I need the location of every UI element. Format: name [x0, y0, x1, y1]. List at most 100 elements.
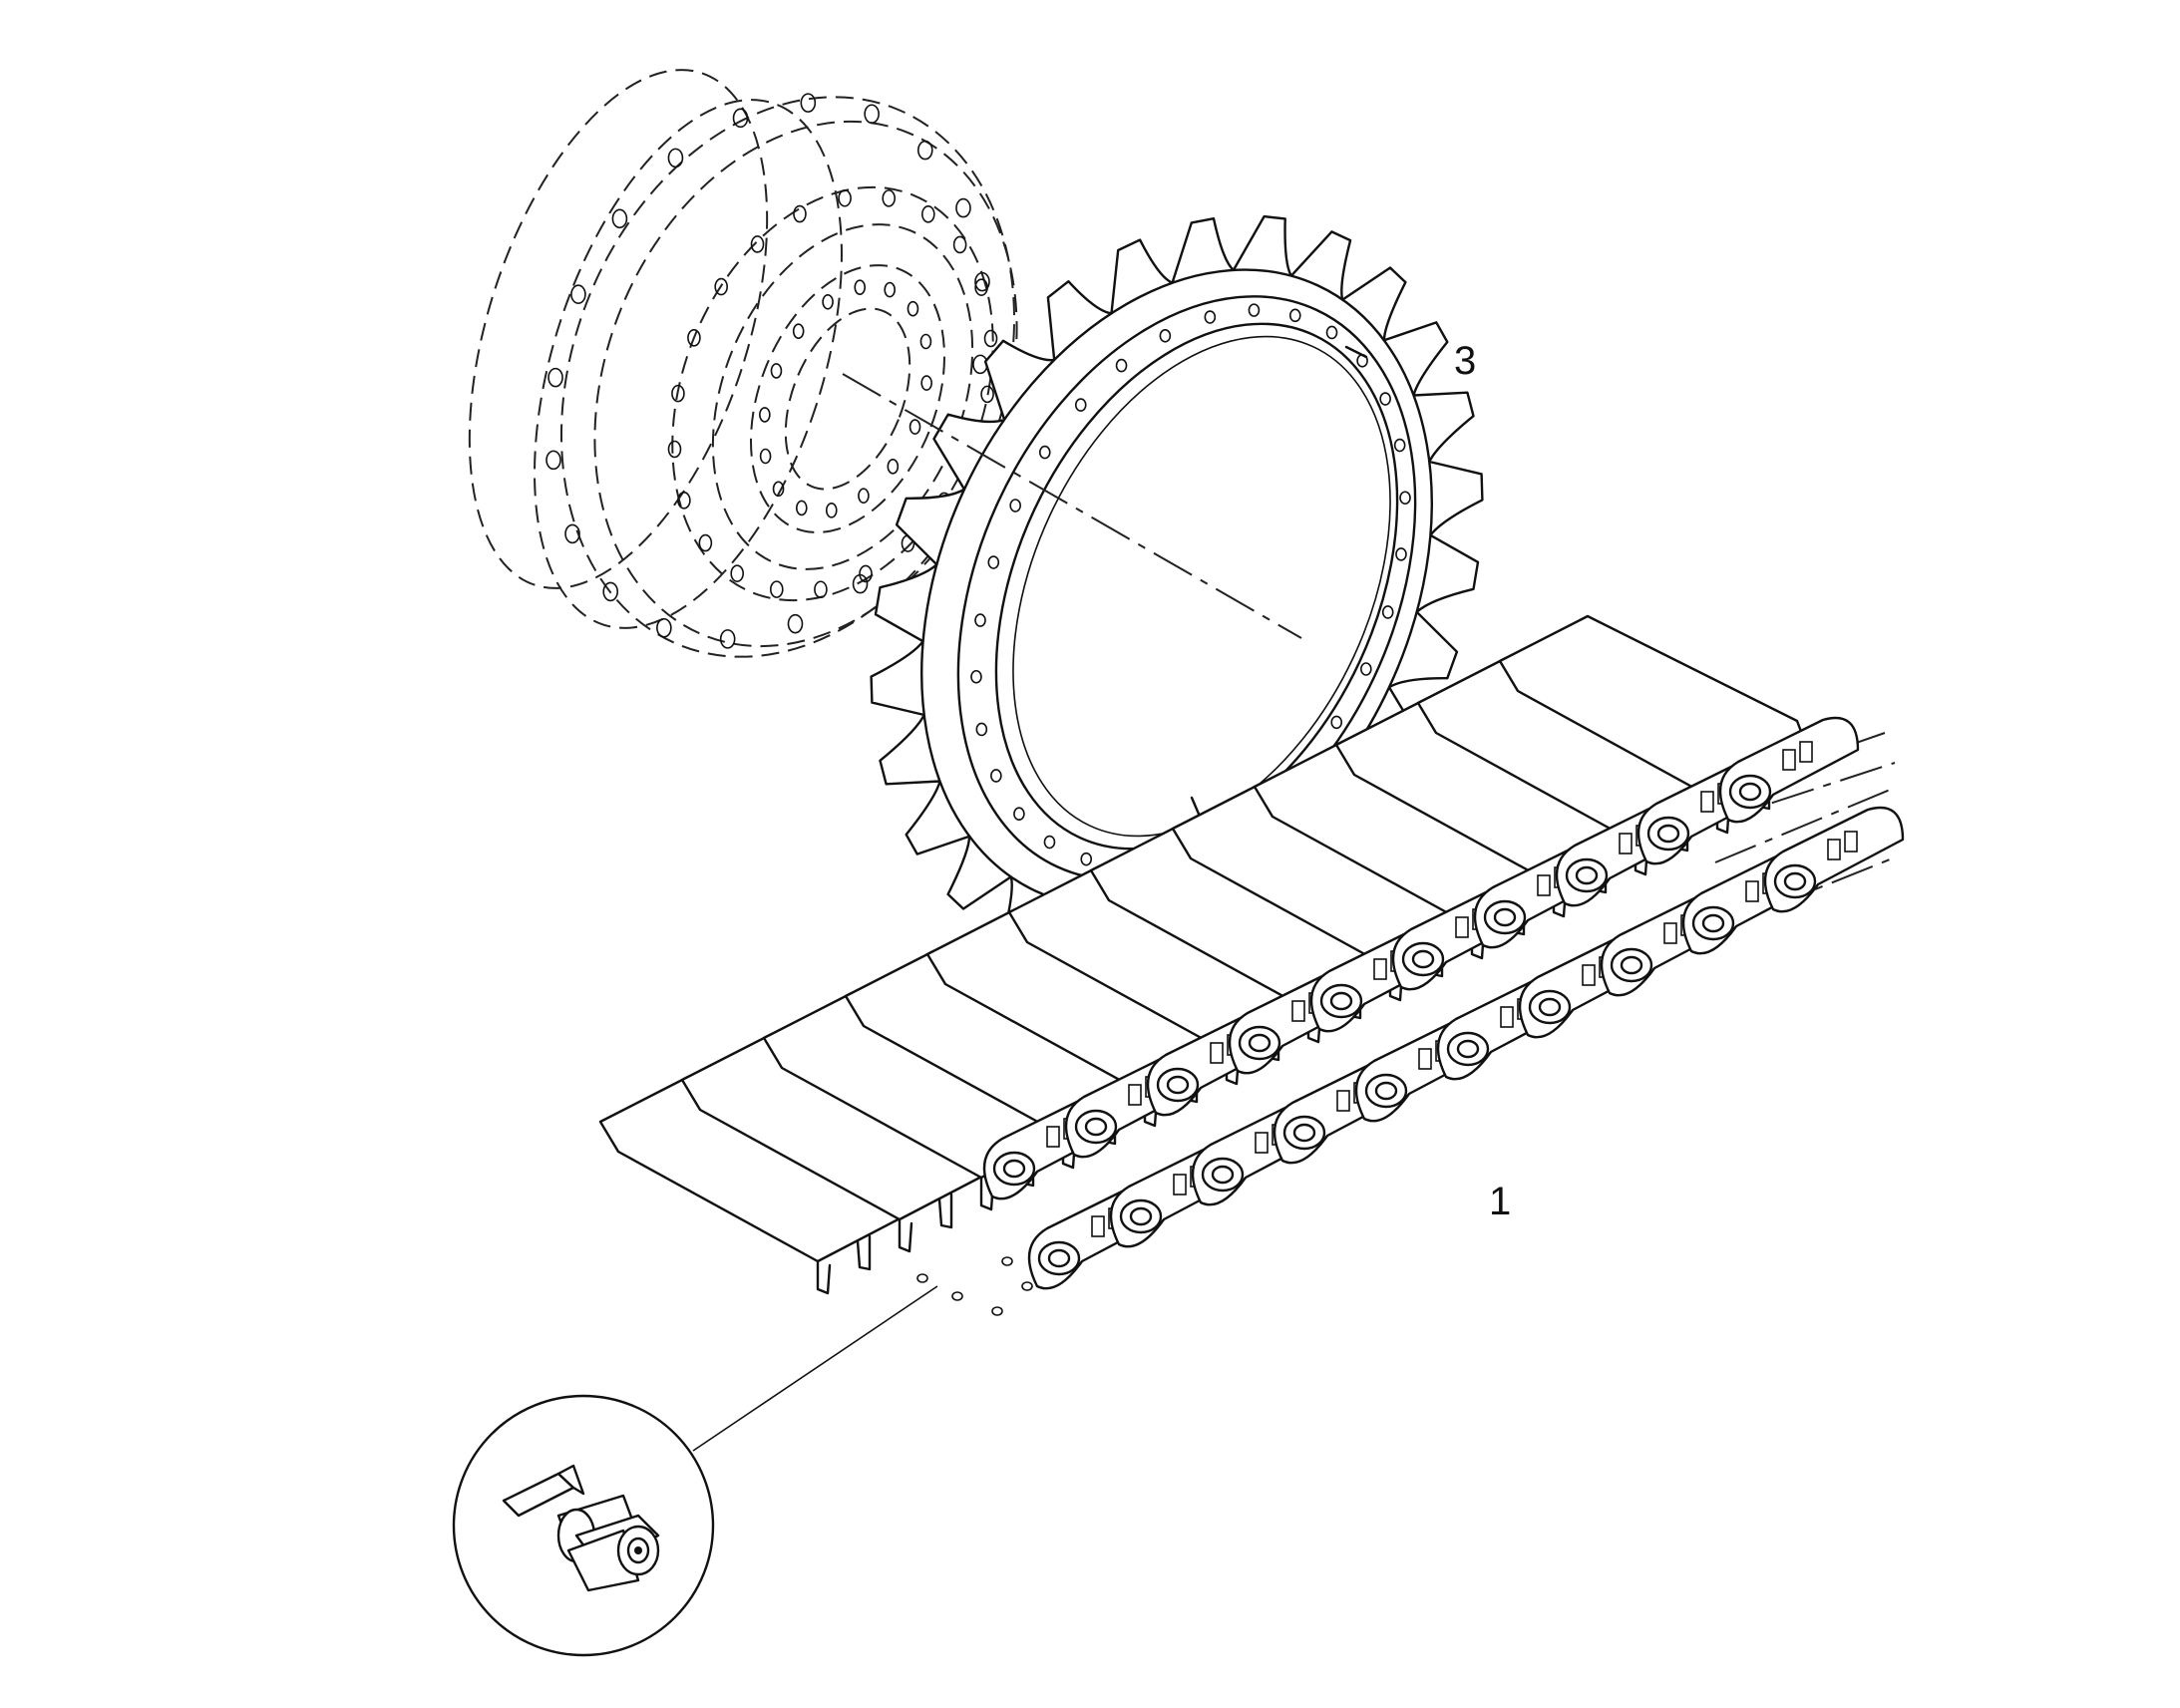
sprocket-bolt-hole	[1080, 852, 1093, 866]
link-pin-center	[1538, 997, 1562, 1017]
drive-bolt-hole	[858, 488, 870, 505]
drive-bolt-hole	[822, 293, 834, 310]
drive-bolt-hole	[714, 277, 728, 296]
link-pin-center	[1411, 949, 1435, 969]
sprocket-bolt-hole	[1379, 392, 1391, 406]
link-window	[1582, 964, 1596, 986]
drive-bolt-hole	[887, 459, 900, 475]
drive-bolt-hole	[698, 533, 713, 552]
track-links	[982, 716, 1905, 1290]
shoe-grouser	[898, 1217, 913, 1253]
sprocket-bolt-hole	[1038, 445, 1051, 460]
sprocket-bolt-hole	[1248, 303, 1261, 317]
sprocket-bolt-hole	[1115, 358, 1128, 373]
shoe-bolt-hole	[1021, 1281, 1033, 1291]
detail-leader-line	[692, 1285, 938, 1452]
final-drive-housing	[468, 69, 1018, 658]
drive-bolt-hole	[759, 407, 771, 423]
sprocket-bolt-hole	[1330, 715, 1343, 730]
link-window	[1373, 958, 1387, 980]
drive-bolt-hole	[814, 580, 828, 599]
drive-bolt-hole	[859, 564, 873, 583]
link-window	[1844, 831, 1858, 853]
sprocket-bolt-hole	[1399, 491, 1411, 506]
link-window	[1418, 1048, 1432, 1070]
shoe-grouser	[937, 1193, 953, 1229]
link-pin-center	[1656, 824, 1680, 844]
drive-bolt-hole	[769, 580, 784, 598]
link-window	[1500, 1006, 1514, 1028]
link-window	[1336, 1090, 1350, 1112]
link-pin-center	[1620, 955, 1643, 975]
link-pin-center	[1129, 1206, 1153, 1226]
track-assembly	[598, 614, 1905, 1316]
shoe-bolt-hole	[1001, 1256, 1013, 1266]
drive-bolt-hole	[974, 271, 990, 292]
link-pin	[1238, 1025, 1281, 1061]
link-window	[1210, 1042, 1224, 1064]
drive-bolt-hole	[838, 188, 852, 207]
link-pin	[1401, 941, 1445, 977]
link-pin-center	[1084, 1117, 1108, 1137]
link-window	[1700, 791, 1714, 813]
drive-bolt-hole	[770, 363, 783, 379]
sprocket-bolt-hole	[987, 555, 1000, 569]
drive-bolt-hole	[916, 140, 933, 161]
drive-bolt-hole	[564, 523, 580, 544]
drive-bolt-hole	[793, 204, 807, 223]
link-pin-center	[1211, 1165, 1235, 1185]
drive-bolt-hole	[547, 367, 563, 388]
drive-bolt-hole	[719, 629, 736, 649]
link-pin	[1728, 774, 1772, 810]
drive-bolt-holes	[545, 93, 998, 649]
sprocket-bolt-hole	[1043, 835, 1056, 850]
drive-bolt-hole	[884, 281, 897, 298]
drive-bolt-hole	[921, 205, 935, 223]
link-pin	[1156, 1067, 1200, 1103]
link-pin-center	[1166, 1075, 1190, 1095]
drive-bolt-hole	[570, 284, 586, 305]
pin-detail-view	[452, 1394, 715, 1657]
drive-bolt-hole	[787, 613, 804, 634]
link-pin	[1119, 1198, 1163, 1234]
drive-bolt-hole	[730, 564, 744, 582]
link-pin-center	[1374, 1081, 1398, 1101]
sprocket-bolt-hole	[1360, 662, 1372, 676]
sprocket-bolt-hole	[1381, 605, 1394, 619]
link-pin	[1691, 905, 1735, 941]
drive-bolt-hole	[772, 481, 785, 498]
link-pin	[1773, 863, 1817, 899]
drive-bolt-hole	[687, 329, 701, 347]
sprocket-bolt-hole	[1009, 499, 1021, 512]
link-pin	[1364, 1073, 1408, 1109]
drive-bolt-hole	[864, 104, 880, 125]
drive-bolt-hole	[602, 581, 619, 602]
link-pin	[1610, 947, 1653, 983]
link-window	[1091, 1215, 1105, 1237]
center-axis-line	[842, 373, 1302, 639]
link-pin-center	[1575, 865, 1599, 885]
link-window	[1173, 1174, 1187, 1196]
sprocket-bolt-hole	[1393, 438, 1406, 453]
drive-bolt-hole	[908, 419, 921, 435]
drive-bolt-hole	[545, 450, 561, 471]
track-shoes	[598, 614, 1811, 1316]
shoe-grouser	[816, 1259, 832, 1295]
link-pin-center	[1783, 871, 1807, 891]
sprocket-bolt-hole	[974, 613, 986, 627]
drive-bolt-hole	[920, 375, 932, 391]
link-pin	[1282, 1115, 1326, 1151]
drive-bolt-hole	[671, 384, 685, 403]
drive-bolt-hole	[611, 208, 628, 229]
drive-bolt-hole	[854, 279, 867, 295]
sprocket-bolt-hole	[990, 769, 1002, 783]
link-window	[1046, 1126, 1060, 1148]
callout-track-chain: 1	[1489, 1180, 1511, 1223]
drive-bolt-hole	[732, 108, 749, 129]
link-pin-center	[1002, 1159, 1026, 1179]
sprocket-bolt-hole	[975, 722, 988, 737]
drive-bolt-hole	[795, 500, 808, 516]
shoe-bolt-hole	[991, 1306, 1003, 1316]
link-window	[1128, 1084, 1142, 1106]
